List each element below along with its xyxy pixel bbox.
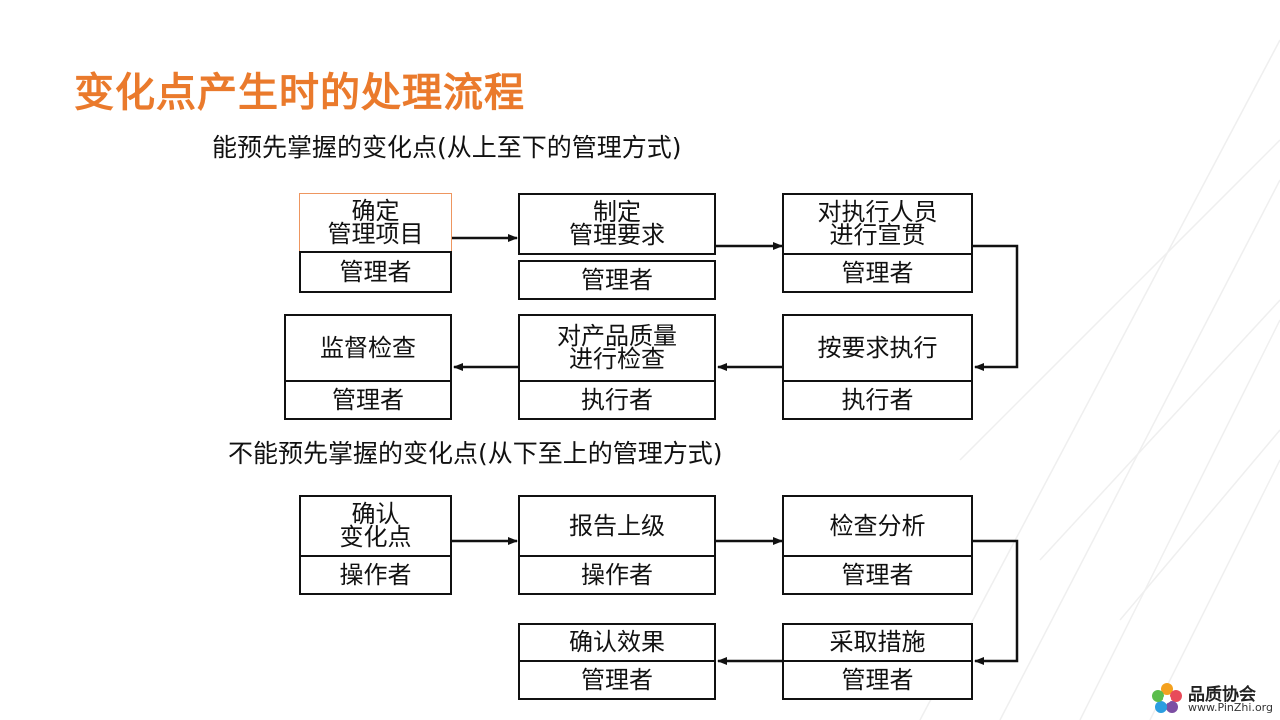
step-role: 管理者 bbox=[581, 666, 653, 694]
step-role: 执行者 bbox=[581, 386, 653, 414]
step-brief-staff: 对执行人员 进行宣贯 管理者 bbox=[782, 193, 973, 293]
step-role: 执行者 bbox=[841, 386, 914, 414]
arrow-s2-3-4 bbox=[973, 539, 1019, 665]
step-task: 按要求执行 bbox=[817, 333, 938, 362]
step-report-superior: 报告上级 操作者 bbox=[518, 495, 716, 595]
step-role: 管理者 bbox=[841, 561, 914, 589]
section2-heading: 不能预先掌握的变化点(从下至上的管理方式) bbox=[228, 439, 723, 468]
step-task: 监督检查 bbox=[320, 333, 416, 362]
step-role: 管理者 bbox=[581, 266, 653, 294]
step-role: 操作者 bbox=[581, 561, 653, 589]
step-role: 管理者 bbox=[841, 666, 914, 694]
arrow-3-4 bbox=[973, 244, 1019, 371]
step-analyze: 检查分析 管理者 bbox=[782, 495, 973, 595]
section1-heading: 能预先掌握的变化点(从上至下的管理方式) bbox=[212, 133, 682, 162]
step-task: 确认 变化点 bbox=[339, 500, 412, 551]
step-role: 管理者 bbox=[339, 258, 412, 286]
step-task: 检查分析 bbox=[829, 511, 926, 540]
step-role: 操作者 bbox=[339, 561, 412, 589]
step-inspect-quality: 对产品质量 进行检查 执行者 bbox=[518, 314, 716, 420]
step-task: 制定 管理要求 bbox=[569, 198, 665, 249]
step-role: 管理者 bbox=[841, 259, 914, 287]
step-task: 对执行人员 进行宣贯 bbox=[817, 198, 938, 249]
step-confirm-items: 确定 管理项目 管理者 bbox=[299, 193, 452, 293]
flower-logo-icon bbox=[1152, 683, 1182, 713]
step-take-measures: 采取措施 管理者 bbox=[782, 623, 973, 700]
step-task: 报告上级 bbox=[569, 511, 665, 540]
step-role: 管理者 bbox=[332, 386, 404, 414]
step-task: 采取措施 bbox=[829, 628, 926, 656]
step-supervise: 监督检查 管理者 bbox=[284, 314, 452, 420]
step-execute: 按要求执行 执行者 bbox=[782, 314, 973, 420]
page-title: 变化点产生时的处理流程 bbox=[74, 70, 525, 116]
step-confirm-effect: 确认效果 管理者 bbox=[518, 623, 716, 700]
step-confirm-change: 确认 变化点 操作者 bbox=[299, 495, 452, 595]
logo-name: 品质协会 bbox=[1188, 685, 1256, 705]
step-task: 确定 管理项目 bbox=[327, 197, 424, 248]
step-set-requirements: 制定 管理要求 管理者 bbox=[518, 193, 716, 300]
step-task: 确认效果 bbox=[569, 628, 665, 656]
logo-url: www.PinZhi.org bbox=[1188, 701, 1273, 714]
brand-logo: 品质协会 www.PinZhi.org bbox=[1150, 680, 1273, 716]
step-task: 对产品质量 进行检查 bbox=[557, 322, 677, 373]
